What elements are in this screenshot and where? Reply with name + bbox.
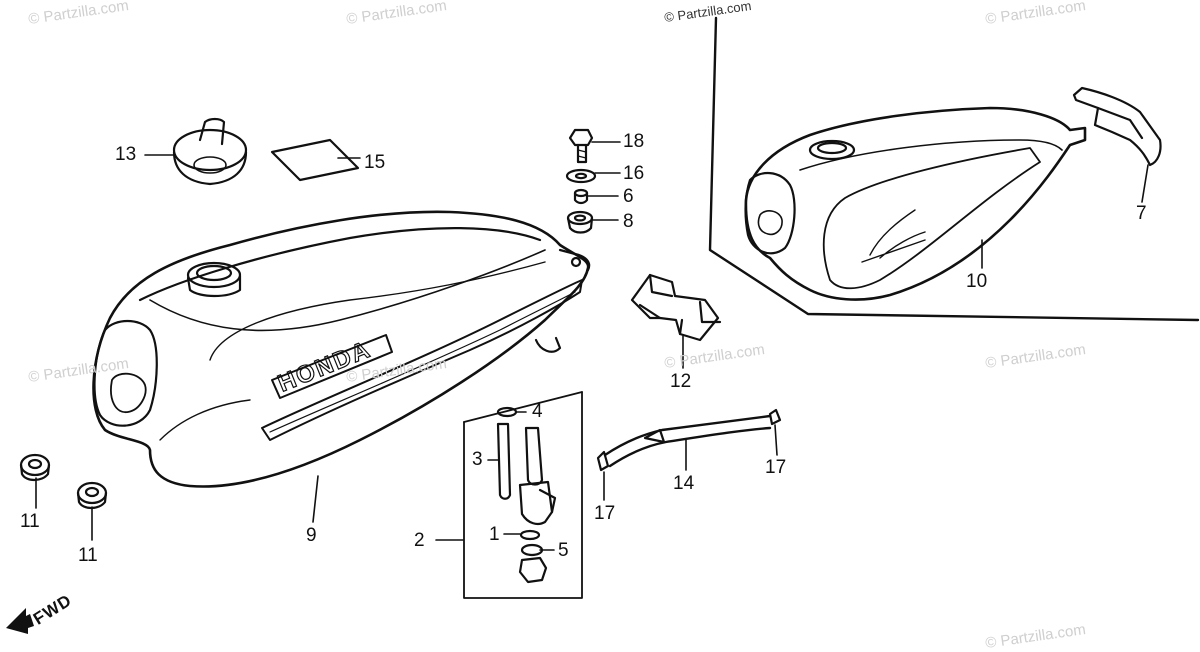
callout-17: 17	[765, 457, 787, 478]
callout-17: 17	[594, 503, 616, 524]
collar-6	[573, 188, 589, 205]
fuel-hose	[603, 414, 772, 468]
hose-clip-17-a	[596, 450, 610, 472]
forward-arrow-icon	[6, 608, 34, 634]
grommet-8	[566, 210, 594, 234]
leader-lines	[35, 141, 1149, 551]
cushion-11-b	[76, 481, 108, 510]
fuel-cap	[172, 117, 248, 186]
callout-3: 3	[472, 449, 483, 470]
callout-10: 10	[966, 271, 988, 292]
callout-4: 4	[532, 401, 543, 422]
inset-frame	[708, 16, 1200, 322]
fuel-cock-assembly	[463, 391, 583, 599]
callout-1: 1	[489, 524, 500, 545]
callout-11: 11	[20, 511, 40, 532]
bolt-18	[568, 128, 594, 164]
callout-11: 11	[78, 545, 98, 566]
callout-8: 8	[623, 211, 634, 232]
callout-6: 6	[623, 186, 634, 207]
callout-14: 14	[673, 473, 695, 494]
cushion-11-a	[19, 453, 51, 482]
rubber-damper-12	[630, 273, 722, 342]
washer-16	[565, 168, 597, 184]
fuel-tank-alternate	[744, 106, 1087, 301]
emblem-sticker	[270, 138, 360, 182]
callout-9: 9	[306, 525, 317, 546]
callout-12: 12	[670, 371, 692, 392]
hose-clip-17-b	[768, 408, 782, 426]
fuel-tank-main	[92, 210, 591, 488]
callout-16: 16	[623, 163, 645, 184]
callout-5: 5	[558, 540, 569, 561]
callout-7: 7	[1136, 203, 1147, 224]
seat-trim-bracket	[1072, 86, 1162, 167]
callout-18: 18	[623, 131, 645, 152]
callout-15: 15	[364, 152, 386, 173]
callout-2: 2	[414, 530, 425, 551]
callout-13: 13	[115, 144, 137, 165]
